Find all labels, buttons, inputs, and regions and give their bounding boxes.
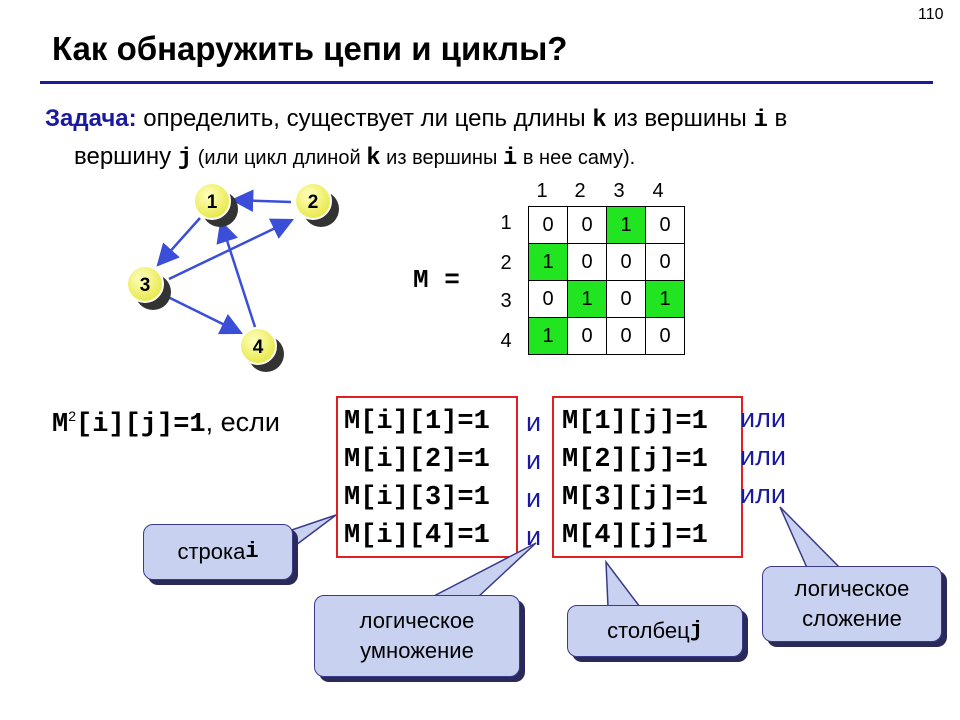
node-2: 2 (294, 182, 339, 227)
var-j: j (689, 618, 703, 643)
matrix-cell: 0 (567, 243, 607, 281)
matrix-col-header: 3 (613, 180, 625, 202)
left-term: M[i][2]=1 (344, 445, 490, 475)
task-line-1: Задача: определить, существует ли цепь д… (45, 100, 787, 140)
page-number: 110 (918, 6, 944, 23)
edge-3-4 (165, 294, 244, 335)
or-word: или (740, 403, 786, 433)
matrix-cell: 0 (567, 317, 607, 355)
matrix-col-header: 4 (652, 180, 664, 202)
matrix-row: 0 0 1 0 (528, 206, 685, 244)
callout-logical-addition: логическое сложение (762, 566, 942, 642)
callout-text: столбец (607, 618, 690, 643)
left-term: M[i][4]=1 (344, 521, 490, 551)
row-i-highlight-box (336, 396, 518, 558)
edge-4-1 (216, 219, 257, 328)
callout-text: логическое (794, 576, 910, 601)
callout-text: логическое (359, 608, 475, 633)
formula-m: M (52, 410, 69, 440)
formula-index: [i][j]=1 (76, 410, 206, 440)
node-label: 3 (140, 275, 151, 296)
callout-text: сложение (802, 606, 902, 631)
var-k: k (366, 145, 381, 172)
left-term: M[i][3]=1 (344, 483, 490, 513)
callout-logical-multiplication: логическое умножение (314, 595, 520, 677)
node-label: 2 (308, 192, 319, 213)
task-text: в нее саму). (517, 147, 636, 169)
formula-if-word: , если (205, 407, 280, 437)
matrix-cell: 0 (645, 317, 685, 355)
matrix-cell: 1 (528, 317, 568, 355)
matrix-cell: 0 (645, 243, 685, 281)
var-i: i (753, 107, 768, 134)
matrix-row-header: 3 (500, 290, 512, 312)
edge-2-1 (230, 189, 292, 212)
matrix-col-header: 2 (574, 180, 586, 202)
callout-text: строка (177, 539, 246, 564)
task-text: вершину (74, 143, 178, 170)
task-text: из вершины (380, 147, 503, 169)
and-word: и (526, 483, 542, 513)
task-text: в (767, 105, 788, 132)
callout-column-j: столбец j (567, 605, 743, 657)
node-3: 3 (126, 265, 171, 310)
and-word: и (526, 445, 542, 475)
and-word: и (526, 407, 542, 437)
page-title: Как обнаружить цепи и циклы? (52, 30, 568, 67)
task-line-2: вершину j (или цикл длиной k из вершины … (74, 138, 635, 178)
right-term: M[1][j]=1 (562, 407, 708, 437)
node-1: 1 (193, 182, 238, 227)
matrix-col-header: 1 (536, 180, 548, 202)
task-label: Задача: (45, 105, 137, 132)
tail-column-j (605, 559, 642, 608)
matrix-label: M = (413, 265, 460, 295)
formula-lhs: M2[i][j]=1, если (52, 407, 280, 440)
var-k: k (592, 107, 607, 134)
node-4: 4 (239, 327, 284, 372)
node-label: 1 (207, 192, 218, 213)
matrix-cell: 1 (528, 243, 568, 281)
matrix-cell: 1 (606, 206, 646, 244)
matrix-row: 1 0 0 0 (528, 243, 685, 281)
var-i: i (245, 539, 259, 564)
right-term: M[4][j]=1 (562, 521, 708, 551)
matrix-row-header: 2 (500, 252, 512, 274)
node-label: 4 (253, 337, 264, 358)
graph-diagram: 1 2 3 4 (126, 182, 339, 372)
or-word: или (740, 441, 786, 471)
var-j: j (177, 145, 193, 172)
task-text: из вершины (606, 105, 754, 132)
and-word: и (526, 521, 542, 551)
task-text: (или цикл длиной (192, 147, 367, 169)
right-term: M[3][j]=1 (562, 483, 708, 513)
matrix-row: 1 0 0 0 (528, 317, 685, 355)
var-i: i (502, 145, 518, 172)
matrix-row-header: 4 (500, 330, 512, 352)
matrix-cell: 0 (645, 206, 685, 244)
tail-logical-add (779, 506, 844, 571)
matrix-cell: 0 (528, 280, 568, 318)
adjacency-matrix: 0 0 1 0 1 0 0 0 0 1 0 1 1 0 0 0 (528, 206, 685, 355)
formula-exponent: 2 (68, 408, 76, 424)
right-term: M[2][j]=1 (562, 445, 708, 475)
callout-text: умножение (360, 638, 474, 663)
left-term: M[i][1]=1 (344, 407, 490, 437)
title-underline (40, 81, 933, 84)
or-word: или (740, 479, 786, 509)
matrix-cell: 1 (567, 280, 607, 318)
matrix-row-header: 1 (500, 212, 512, 234)
task-text: определить, существует ли цепь длины (136, 105, 593, 132)
tail-logical-mult (431, 542, 537, 598)
matrix-cell: 1 (645, 280, 685, 318)
edge-1-3 (156, 217, 201, 267)
callout-row-i: строка i (143, 524, 293, 580)
column-j-highlight-box (552, 396, 743, 558)
